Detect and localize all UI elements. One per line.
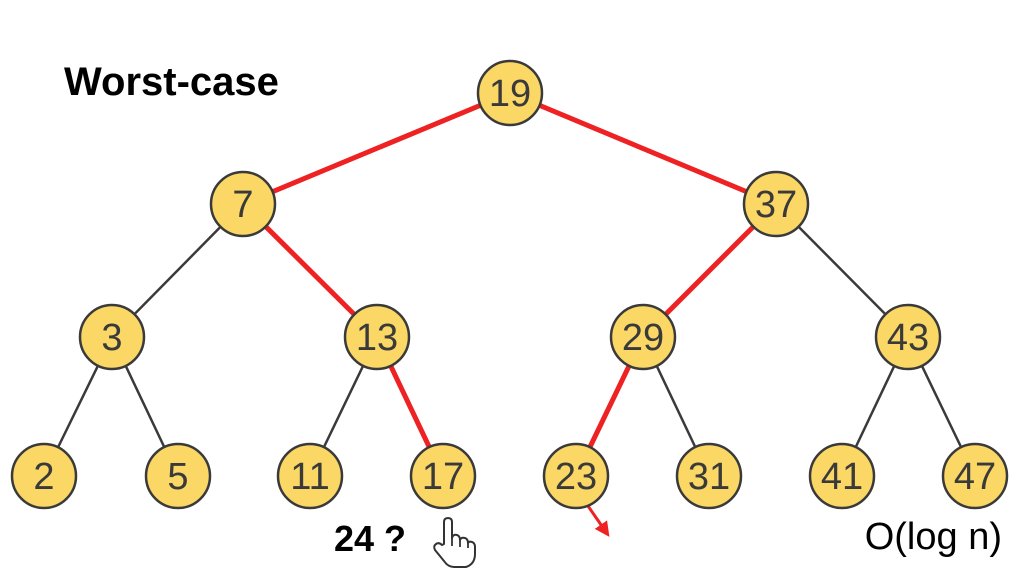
tree-node-label: 2 (33, 456, 54, 498)
tree-node-label: 41 (821, 456, 863, 498)
tree-node-19: 19 (476, 59, 544, 127)
tree-node-circle (78, 303, 146, 371)
tree-node-circle (10, 442, 78, 510)
tree-node-13: 13 (343, 303, 411, 371)
tree-node-11: 11 (276, 442, 344, 510)
page-title: Worst-case (64, 60, 279, 104)
nodes: 19 7 37 3 13 29 43 2 5 11 17 23 31 41 47 (10, 59, 1009, 510)
tree-node-label: 11 (290, 456, 329, 498)
tree-node-label: 19 (489, 73, 531, 115)
tree-node-label: 23 (555, 456, 597, 498)
tree-node-7: 7 (209, 170, 277, 238)
tree-node-circle (742, 170, 810, 238)
tree-node-circle (476, 59, 544, 127)
tree-node-circle (542, 442, 610, 510)
tree-node-circle (941, 442, 1009, 510)
tree-node-label: 47 (954, 456, 996, 498)
search-query-label: 24 ? (334, 518, 407, 559)
tree-node-circle (808, 442, 876, 510)
tree-node-37: 37 (742, 170, 810, 238)
tree-node-circle (276, 442, 344, 510)
tree-node-circle (409, 442, 477, 510)
complexity-label: O(log n) (864, 516, 1002, 558)
tree-node-circle (874, 303, 942, 371)
tree-node-label: 43 (887, 317, 929, 359)
pointing-hand-icon (433, 517, 476, 568)
tree-node-label: 7 (232, 184, 253, 226)
tree-node-label: 31 (688, 456, 730, 498)
tree-edge-19-37 (509, 90, 777, 207)
tree-node-label: 17 (422, 456, 464, 498)
tree-node-47: 47 (941, 442, 1009, 510)
tree-edge-19-7 (242, 90, 511, 207)
tree-node-2: 2 (10, 442, 78, 510)
tree-node-label: 5 (167, 456, 188, 498)
tree-node-label: 29 (622, 317, 664, 359)
tree-node-5: 5 (144, 442, 212, 510)
tree-node-label: 3 (101, 317, 122, 359)
tree-node-23: 23 (542, 442, 610, 510)
tree-node-circle (675, 442, 743, 510)
tree-node-label: 13 (356, 317, 398, 359)
tree-node-43: 43 (874, 303, 942, 371)
tree-node-41: 41 (808, 442, 876, 510)
tree-node-17: 17 (409, 442, 477, 510)
tree-node-29: 29 (609, 303, 677, 371)
search-continuation-arrow (586, 505, 610, 537)
tree-node-label: 37 (755, 184, 797, 226)
tree-node-circle (343, 303, 411, 371)
tree-node-3: 3 (78, 303, 146, 371)
tree-node-circle (609, 303, 677, 371)
tree-node-circle (209, 170, 277, 238)
tree-node-31: 31 (675, 442, 743, 510)
tree-node-circle (144, 442, 212, 510)
